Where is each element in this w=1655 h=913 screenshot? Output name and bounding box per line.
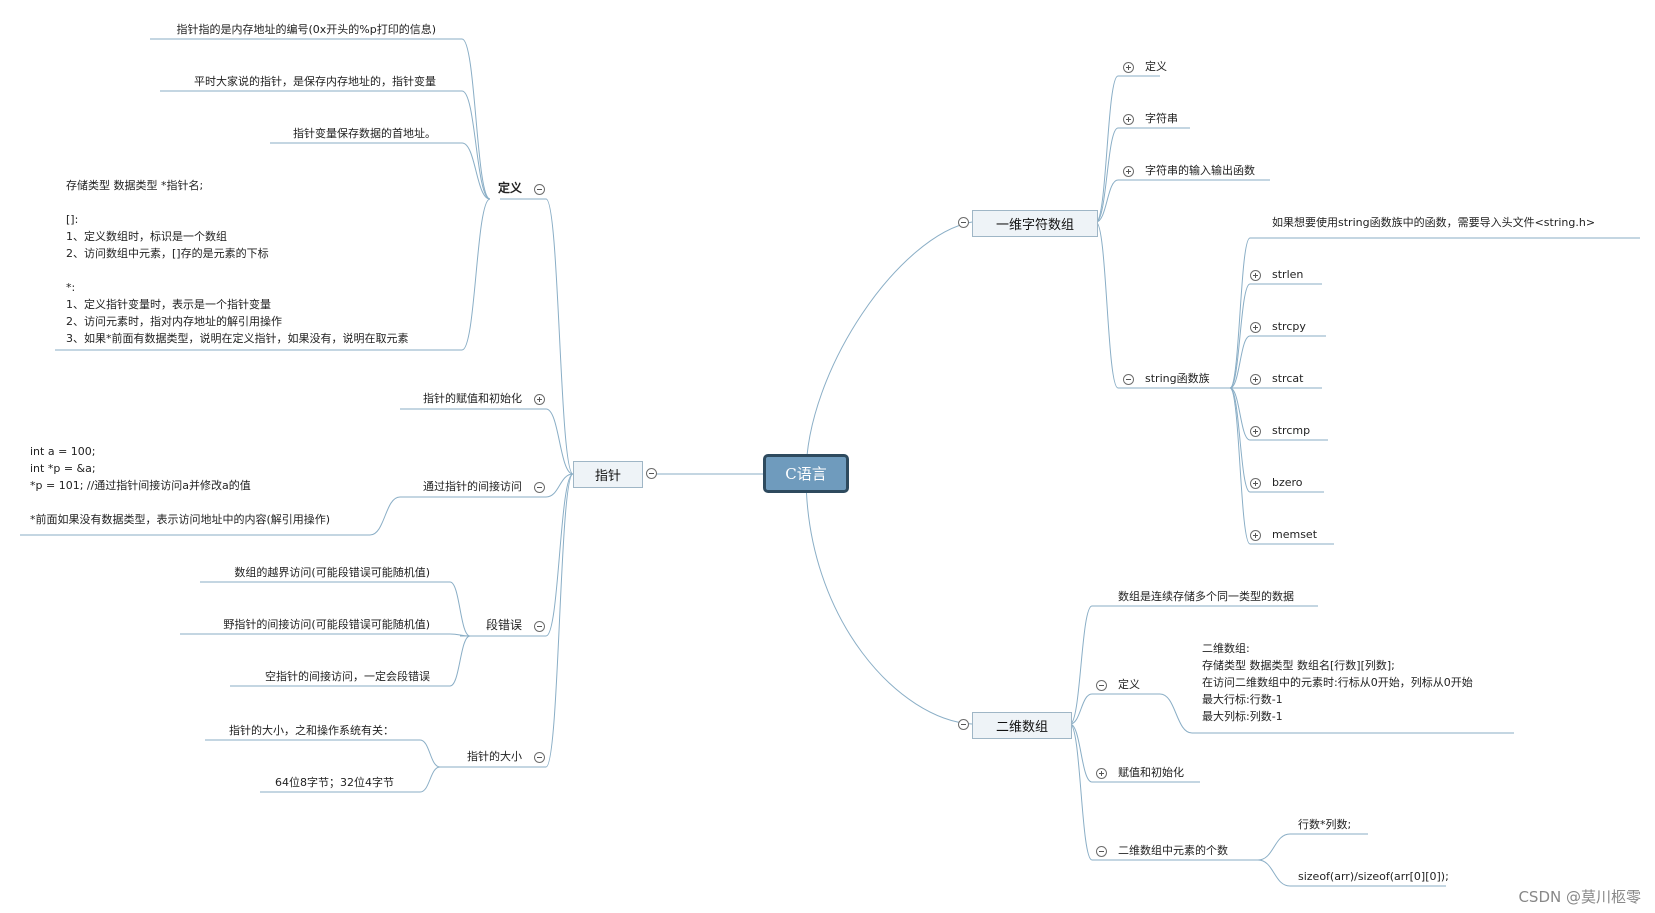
connector: [1159, 693, 1193, 734]
array2d-description: 数组是连续存储多个同一类型的数据: [1118, 590, 1294, 603]
node-segfault[interactable]: 段错误: [485, 618, 522, 632]
connector: [545, 473, 574, 768]
connector: [449, 633, 471, 637]
connector: [1229, 237, 1251, 389]
connector: [805, 474, 973, 725]
connector: [1095, 179, 1119, 223]
connector: [1229, 283, 1251, 389]
char-array-string[interactable]: 字符串: [1145, 112, 1178, 125]
expand-icon[interactable]: [1250, 322, 1261, 333]
connector: [461, 90, 491, 200]
definition-item-2: 平时大家说的指针，是保存内存地址的，指针变量: [194, 75, 436, 88]
connector: [545, 473, 574, 498]
node-indirect-access[interactable]: 通过指针的间接访问: [423, 480, 522, 493]
connector: [369, 496, 401, 536]
connector: [1257, 859, 1291, 887]
connector: [419, 739, 441, 768]
segfault-item-2: 野指针的间接访问(可能段错误可能随机值): [223, 618, 430, 631]
node-pointer-definition[interactable]: 定义: [497, 181, 522, 195]
collapse-icon[interactable]: [958, 217, 969, 228]
node-2d-array-count[interactable]: 二维数组中元素的个数: [1118, 844, 1228, 857]
collapse-icon[interactable]: [1096, 846, 1107, 857]
segfault-item-1: 数组的越界访问(可能段错误可能随机值): [234, 566, 430, 579]
func-strlen[interactable]: strlen: [1272, 268, 1304, 281]
array2d-definition-content: 二维数组: 存储类型 数据类型 数组名[行数][列数]; 在访问二维数组中的元素…: [1202, 642, 1473, 723]
expand-icon[interactable]: [1096, 768, 1107, 779]
connector: [1069, 723, 1093, 783]
watermark: CSDN @莫川柩零: [1518, 888, 1641, 906]
node-pointer-size[interactable]: 指针的大小: [467, 750, 522, 763]
char-array-io-functions[interactable]: 字符串的输入输出函数: [1145, 164, 1255, 177]
func-strcmp[interactable]: strcmp: [1272, 424, 1311, 437]
collapse-icon[interactable]: [958, 719, 969, 730]
connector: [1257, 833, 1291, 861]
connector: [545, 408, 574, 475]
size-item-1: 指针的大小，之和操作系统有关：: [229, 724, 394, 737]
definition-item-1: 指针指的是内存地址的编号(0x开头的%p打印的信息): [176, 23, 436, 36]
expand-icon[interactable]: [1123, 166, 1134, 177]
definition-item-3: 指针变量保存数据的首地址。: [293, 127, 436, 140]
count-item-1: 行数*列数;: [1298, 818, 1352, 831]
connector: [461, 38, 491, 200]
func-strcpy[interactable]: strcpy: [1272, 320, 1306, 333]
node-pointer-assign-init[interactable]: 指针的赋值和初始化: [423, 392, 522, 405]
connector: [1095, 221, 1119, 389]
connector: [461, 142, 491, 200]
segfault-item-3: 空指针的间接访问，一定会段错误: [265, 670, 430, 683]
connector: [449, 581, 471, 637]
connector: [1069, 723, 1093, 861]
collapse-icon[interactable]: [1096, 680, 1107, 691]
collapse-icon[interactable]: [534, 482, 545, 493]
node-2d-array[interactable]: 二维数组: [972, 712, 1072, 739]
connector: [461, 198, 491, 351]
char-array-definition[interactable]: 定义: [1145, 60, 1167, 73]
expand-icon[interactable]: [1123, 62, 1134, 73]
string-functions-note: 如果想要使用string函数族中的函数，需要导入头文件<string.h>: [1272, 216, 1596, 229]
connector: [805, 221, 973, 476]
node-2d-array-assign-init[interactable]: 赋值和初始化: [1118, 766, 1184, 779]
func-strcat[interactable]: strcat: [1272, 372, 1304, 385]
expand-icon[interactable]: [1250, 478, 1261, 489]
root-node-c-language[interactable]: C语言: [763, 454, 849, 493]
collapse-icon[interactable]: [534, 752, 545, 763]
count-item-2: sizeof(arr)/sizeof(arr[0][0]);: [1298, 870, 1449, 883]
connector: [1229, 387, 1251, 441]
collapse-icon[interactable]: [1123, 374, 1134, 385]
expand-icon[interactable]: [1250, 530, 1261, 541]
connector: [1229, 335, 1251, 389]
connector: [1069, 693, 1093, 725]
func-memset[interactable]: memset: [1272, 528, 1318, 541]
connector: [1095, 75, 1119, 223]
connector: [419, 766, 441, 793]
connector: [1229, 387, 1251, 493]
connector: [545, 198, 574, 475]
expand-icon[interactable]: [1250, 270, 1261, 281]
connector: [1069, 605, 1093, 725]
connector: [1095, 127, 1119, 223]
expand-icon[interactable]: [534, 394, 545, 405]
collapse-icon[interactable]: [646, 468, 657, 479]
indirect-access-code: int a = 100; int *p = &a; *p = 101; //通过…: [30, 445, 331, 526]
func-bzero[interactable]: bzero: [1272, 476, 1303, 489]
connector: [545, 473, 574, 637]
node-2d-array-definition[interactable]: 定义: [1118, 678, 1140, 691]
node-pointer[interactable]: 指针: [573, 461, 643, 488]
node-string-functions[interactable]: string函数族: [1145, 372, 1210, 385]
node-char-array[interactable]: 一维字符数组: [972, 210, 1098, 237]
expand-icon[interactable]: [1123, 114, 1134, 125]
expand-icon[interactable]: [1250, 426, 1261, 437]
definition-item-4: 存储类型 数据类型 *指针名; []: 1、定义数组时，标识是一个数组 2、访问…: [66, 179, 409, 345]
collapse-icon[interactable]: [534, 621, 545, 632]
collapse-icon[interactable]: [534, 184, 545, 195]
connector: [449, 635, 471, 687]
size-item-2: 64位8字节；32位4字节: [275, 776, 394, 789]
connector: [1229, 387, 1251, 545]
expand-icon[interactable]: [1250, 374, 1261, 385]
